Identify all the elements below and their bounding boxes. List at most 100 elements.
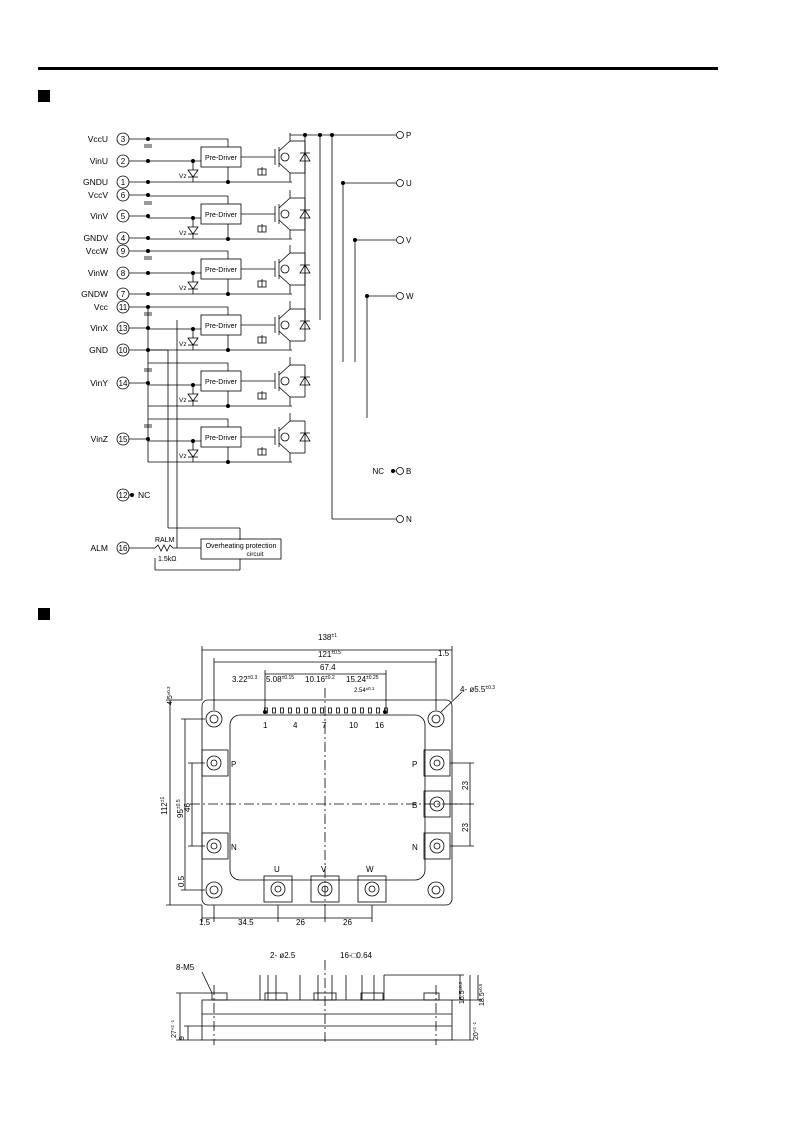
control-pin	[376, 707, 380, 714]
wire	[278, 330, 291, 342]
term-label-u: U	[274, 865, 280, 874]
pin-label-vccv: VccV	[88, 190, 108, 200]
pin-number-9: 9	[121, 247, 126, 256]
output-terminal	[396, 467, 404, 475]
dim-0-5: 0.5	[177, 875, 186, 887]
pin-number-4: 4	[121, 234, 126, 243]
pin-label-viny: VinY	[90, 378, 108, 388]
ralm-resistor	[154, 544, 174, 552]
dim-34-5: 34.5	[238, 918, 254, 927]
pin-label-alm: ALM	[91, 543, 108, 553]
dim-26-second: 26	[343, 918, 352, 927]
pin-number-15: 15	[119, 435, 128, 444]
output-label-b: B	[406, 467, 411, 476]
igbt-symbol	[280, 320, 290, 330]
dim-23-lower: 23	[461, 823, 470, 832]
wire	[278, 162, 291, 174]
pin-number-8: 8	[121, 269, 126, 278]
freewheel-diode	[299, 432, 311, 442]
ralm-value: 1.5kΩ	[158, 556, 176, 563]
dim-95: 95±0.5	[176, 799, 185, 818]
wire	[278, 420, 291, 432]
pin-label-vinz: VinZ	[91, 434, 108, 444]
pin-number-3: 3	[121, 135, 126, 144]
pin-number-16: 16	[119, 544, 128, 553]
predriver-label: Pre-Driver	[205, 267, 238, 274]
vz-label: Vz	[179, 397, 187, 404]
sense-box	[257, 225, 267, 233]
side-dim-9: 9	[179, 1036, 186, 1040]
igbt-symbol	[280, 432, 290, 442]
overheating-protection-block	[200, 538, 282, 560]
pin-number-2: 2	[121, 157, 126, 166]
control-pin	[288, 707, 292, 714]
pin-label-vcc: Vcc	[94, 302, 109, 312]
output-label-p: P	[406, 131, 411, 140]
side-dim-27: 27+2 -1	[170, 1019, 178, 1038]
zener-diode	[187, 169, 199, 178]
side-16-0-64-note: 16-□0.64	[340, 951, 373, 960]
dim-46: 46	[183, 803, 192, 812]
term-label-p-left: P	[231, 760, 236, 769]
output-terminal	[396, 131, 404, 139]
wire	[278, 274, 291, 286]
sense-box	[257, 336, 267, 344]
pin-number-11: 11	[119, 303, 128, 312]
igbt-symbol	[280, 264, 290, 274]
wire	[278, 386, 291, 398]
control-pin	[296, 707, 300, 714]
term-label-n-right: N	[412, 843, 418, 852]
pin-number-10: 10	[119, 346, 128, 355]
sense-box	[257, 392, 267, 400]
wire	[278, 219, 291, 231]
control-pin	[360, 707, 364, 714]
output-terminal	[396, 292, 404, 300]
module-body	[201, 699, 453, 906]
section-marker-2	[38, 608, 50, 620]
module-lid	[229, 714, 426, 881]
side-2-2-5-note: 2- ø2.5	[270, 951, 296, 960]
sense-box	[257, 280, 267, 288]
vz-label: Vz	[179, 173, 187, 180]
wire	[278, 140, 291, 152]
output-label-w: W	[406, 292, 414, 301]
predriver-label: Pre-Driver	[205, 155, 238, 162]
dim-1-5-top: 1.5	[438, 649, 450, 658]
zener-diode	[187, 337, 199, 346]
pin-num-16: 16	[375, 721, 384, 730]
wire	[278, 197, 291, 209]
pin-number-13: 13	[119, 324, 128, 333]
vz-label: Vz	[179, 341, 187, 348]
pin-label-gndv: GNDV	[83, 233, 108, 243]
predriver-label: Pre-Driver	[205, 323, 238, 330]
control-pin	[320, 707, 324, 714]
wire	[278, 252, 291, 264]
dim-3-22: 3.22±0.3	[232, 675, 257, 684]
side-dim-20: 20+2 -1	[472, 1021, 480, 1040]
pin-num-1: 1	[263, 721, 268, 730]
control-pin	[352, 707, 356, 714]
wire	[278, 442, 291, 454]
pin-number-12: 12	[119, 491, 128, 500]
output-label-n: N	[406, 515, 412, 524]
equivalent-circuit-schematic	[116, 131, 404, 715]
output-terminal	[396, 179, 404, 187]
control-pin	[368, 707, 372, 714]
dim-1-5-bottom: 1.5	[199, 918, 211, 927]
dim-10-16: 10.16±0.2	[305, 675, 335, 684]
zener-diode	[187, 281, 199, 290]
dim-26-first: 26	[296, 918, 305, 927]
control-pin	[280, 707, 284, 714]
control-pin	[312, 707, 316, 714]
pin-label-gnd: GND	[89, 345, 108, 355]
zener-diode	[187, 393, 199, 402]
control-pin	[272, 707, 276, 714]
predriver-label: Pre-Driver	[205, 379, 238, 386]
ohp-label-line1: Overheating protection	[206, 543, 277, 550]
pin-label-vinx: VinX	[90, 323, 108, 333]
zener-diode	[187, 226, 199, 235]
pin-number-1: 1	[121, 178, 126, 187]
pin-label-vccu: VccU	[88, 134, 108, 144]
term-label-n-left: N	[231, 843, 237, 852]
hole-note: 4- ø5.5±0.3	[460, 685, 495, 694]
